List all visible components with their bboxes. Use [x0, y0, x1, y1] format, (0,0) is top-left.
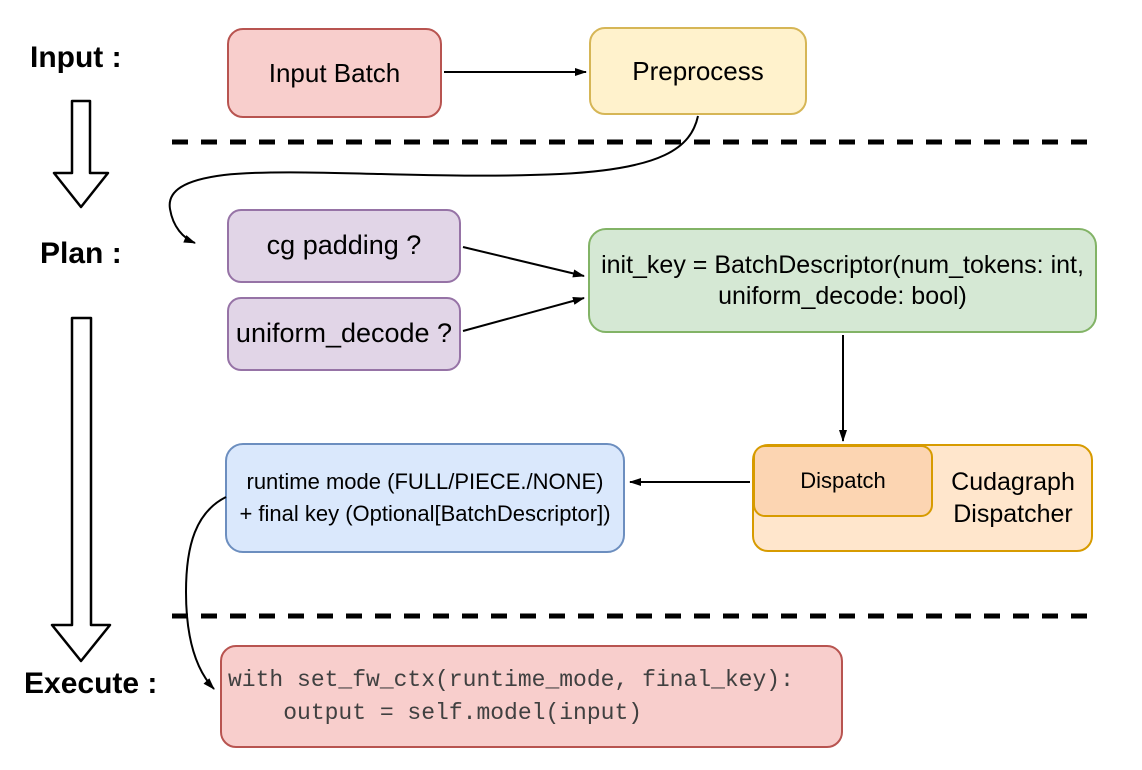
- connector-uniform-decode-to-init-key: [462, 297, 585, 332]
- cudagraph-label-line2: Dispatcher: [953, 500, 1073, 528]
- stage-label-execute: Execute :: [24, 667, 158, 700]
- node-input-batch: Input Batch: [227, 28, 442, 118]
- node-dispatch: Dispatch: [753, 445, 933, 517]
- node-init-key-line2: uniform_decode: bool): [718, 281, 967, 310]
- stage-label-input: Input :: [30, 41, 122, 74]
- node-input-batch-label: Input Batch: [268, 57, 401, 88]
- node-execute-code: with set_fw_ctx(runtime_mode, final_key)…: [220, 645, 843, 748]
- stage-label-plan: Plan :: [40, 237, 122, 270]
- execute-code-line1: with set_fw_ctx(runtime_mode, final_key)…: [228, 666, 794, 693]
- node-cg-padding-label: cg padding ?: [266, 230, 422, 261]
- node-runtime-mode: runtime mode (FULL/PIECE./NONE) + final …: [225, 443, 625, 553]
- node-preprocess: Preprocess: [589, 27, 807, 115]
- node-preprocess-label: Preprocess: [632, 55, 764, 86]
- node-cg-padding: cg padding ?: [227, 209, 461, 283]
- node-uniform-decode: uniform_decode ?: [227, 297, 461, 371]
- node-cudagraph-dispatcher-label: Cudagraph Dispatcher: [933, 444, 1093, 552]
- node-uniform-decode-label: uniform_decode ?: [235, 318, 453, 349]
- node-init-key-line1: init_key = BatchDescriptor(num_tokens: i…: [601, 250, 1084, 279]
- node-runtime-mode-line2: + final key (Optional[BatchDescriptor]): [239, 501, 611, 526]
- node-init-key: init_key = BatchDescriptor(num_tokens: i…: [588, 228, 1097, 333]
- node-dispatch-label: Dispatch: [800, 468, 886, 494]
- plan-stage-down-arrow-icon: [50, 316, 112, 663]
- node-runtime-mode-line1: runtime mode (FULL/PIECE./NONE): [246, 469, 604, 494]
- cudagraph-label-line1: Cudagraph: [951, 468, 1075, 496]
- execute-code-line2: output = self.model(input): [228, 699, 643, 726]
- input-stage-down-arrow-icon: [52, 99, 110, 209]
- connector-cg-padding-to-init-key: [462, 246, 585, 278]
